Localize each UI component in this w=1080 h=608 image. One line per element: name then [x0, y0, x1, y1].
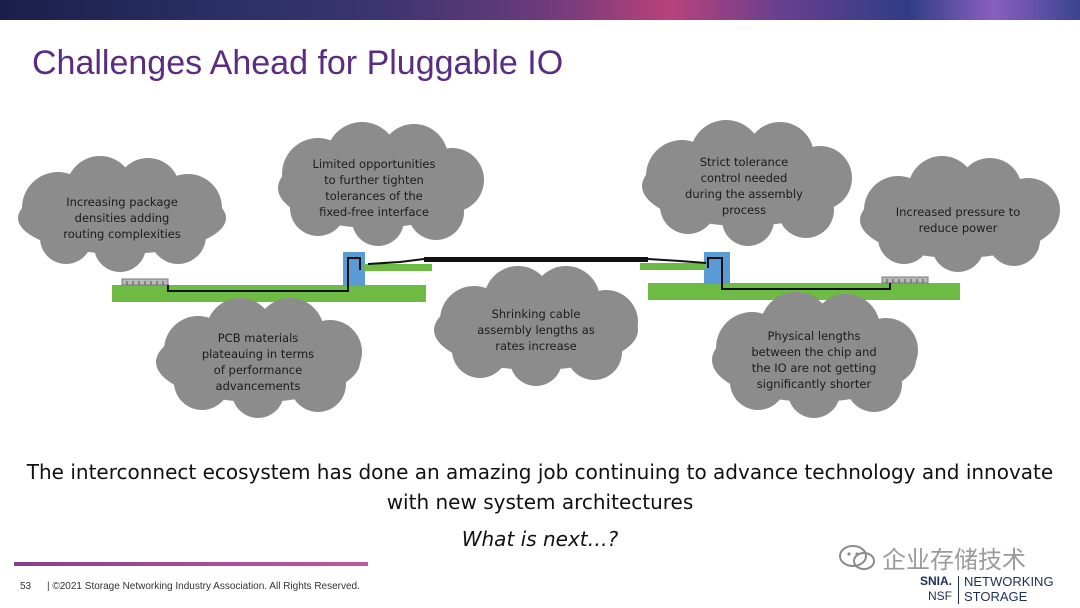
cloud-power-text: Increased pressure to reduce power — [896, 205, 1021, 235]
left-signal-trace — [167, 257, 361, 292]
cloud-pcb: PCB materials plateauing in terms of perfo… — [156, 298, 362, 418]
right-pcb — [648, 283, 960, 300]
cloud-pcb-text: PCB materials plateauing in terms of perfo… — [202, 331, 314, 393]
statement-line-2: with new system architectures — [386, 490, 694, 514]
cloud-assembly-text: Strict tolerance control needed during the… — [685, 155, 803, 217]
cloud-package: Increasing package densities adding routin… — [18, 156, 226, 272]
right-cable-termination — [647, 258, 707, 264]
logo-divider — [958, 576, 959, 604]
cloud-text-line: rates increase — [495, 339, 576, 353]
cloud-text-line: Increasing package — [66, 195, 178, 209]
logo-right: NETWORKING STORAGE — [964, 574, 1054, 604]
right-paddle-card — [640, 263, 706, 270]
cloud-text-line: Strict tolerance — [700, 155, 789, 169]
cloud-text-line: advancements — [216, 379, 301, 393]
page-number: 53 — [20, 581, 32, 592]
cloud-text-line: process — [722, 203, 766, 217]
left-paddle-card — [364, 264, 432, 271]
right-signal-trace — [707, 257, 891, 290]
logo-snia: SNIA. — [919, 574, 952, 588]
logo-left: SNIA. NSF — [906, 574, 952, 604]
cloud-text-line: assembly lengths as — [477, 323, 595, 337]
left-cable-termination — [367, 258, 425, 265]
cloud-text-line: Physical lengths — [767, 329, 860, 343]
watermark-text: 企业存储技术 — [882, 546, 1026, 574]
cloud-text-line: during the assembly — [685, 187, 803, 201]
cloud-text-line: control needed — [701, 171, 788, 185]
cloud-package-text: Increasing package densities adding routin… — [63, 195, 180, 241]
copyright-notice: | ©2021 Storage Networking Industry Asso… — [47, 581, 360, 592]
cloud-text-line: tolerances of the — [325, 189, 423, 203]
cloud-text-line: between the chip and — [751, 345, 876, 359]
cloud-cable-text: Shrinking cable assembly lengths as rates … — [477, 307, 595, 353]
cloud-text-line: fixed-free interface — [319, 205, 429, 219]
cloud-text-line: routing complexities — [63, 227, 180, 241]
logo-networking: NETWORKING — [964, 574, 1054, 589]
snia-nsf-logo: SNIA. NSF NETWORKING STORAGE — [906, 574, 1076, 606]
cloud-text-line: to further tighten — [324, 173, 424, 187]
cloud-text-line: significantly shorter — [757, 377, 872, 391]
cloud-text-line: Shrinking cable — [492, 307, 581, 321]
logo-storage: STORAGE — [964, 589, 1028, 604]
footer-divider — [14, 562, 368, 566]
cloud-text-line: plateauing in terms — [202, 347, 314, 361]
slide-title: Challenges Ahead for Pluggable IO — [32, 44, 564, 82]
statement-line-1: The interconnect ecosystem has done an a… — [26, 460, 1054, 484]
left-pcb — [112, 285, 426, 302]
cloud-physical: Physical lengths between the chip and the … — [712, 292, 918, 418]
top-banner — [0, 0, 1080, 20]
right-chip-pins — [886, 279, 924, 283]
cable-assembly — [424, 257, 648, 262]
pluggable-io-diagram: Increasing package densities adding routin… — [18, 120, 1060, 418]
question-text: What is next…? — [461, 527, 619, 551]
cloud-text-line: PCB materials — [218, 331, 299, 345]
cloud-cable: Shrinking cable assembly lengths as rates … — [434, 266, 638, 386]
cloud-text-line: the IO are not getting — [752, 361, 877, 375]
left-chip-pins — [126, 281, 164, 285]
cloud-text-line: Limited opportunities — [313, 157, 436, 171]
cloud-text-line: Increased pressure to — [896, 205, 1021, 219]
cloud-tolerances-text: Limited opportunities to further tighten t… — [313, 157, 436, 219]
wechat-icon — [839, 545, 875, 570]
cloud-text-line: densities adding — [75, 211, 170, 225]
cloud-physical-text: Physical lengths between the chip and the … — [751, 329, 876, 391]
cloud-assembly: Strict tolerance control needed during the… — [642, 120, 852, 246]
cloud-power: Increased pressure to reduce power — [860, 156, 1060, 272]
logo-nsf: NSF — [928, 589, 952, 603]
cloud-text-line: reduce power — [919, 221, 998, 235]
cloud-text-line: of performance — [214, 363, 302, 377]
cloud-tolerances: Limited opportunities to further tighten t… — [278, 122, 484, 246]
